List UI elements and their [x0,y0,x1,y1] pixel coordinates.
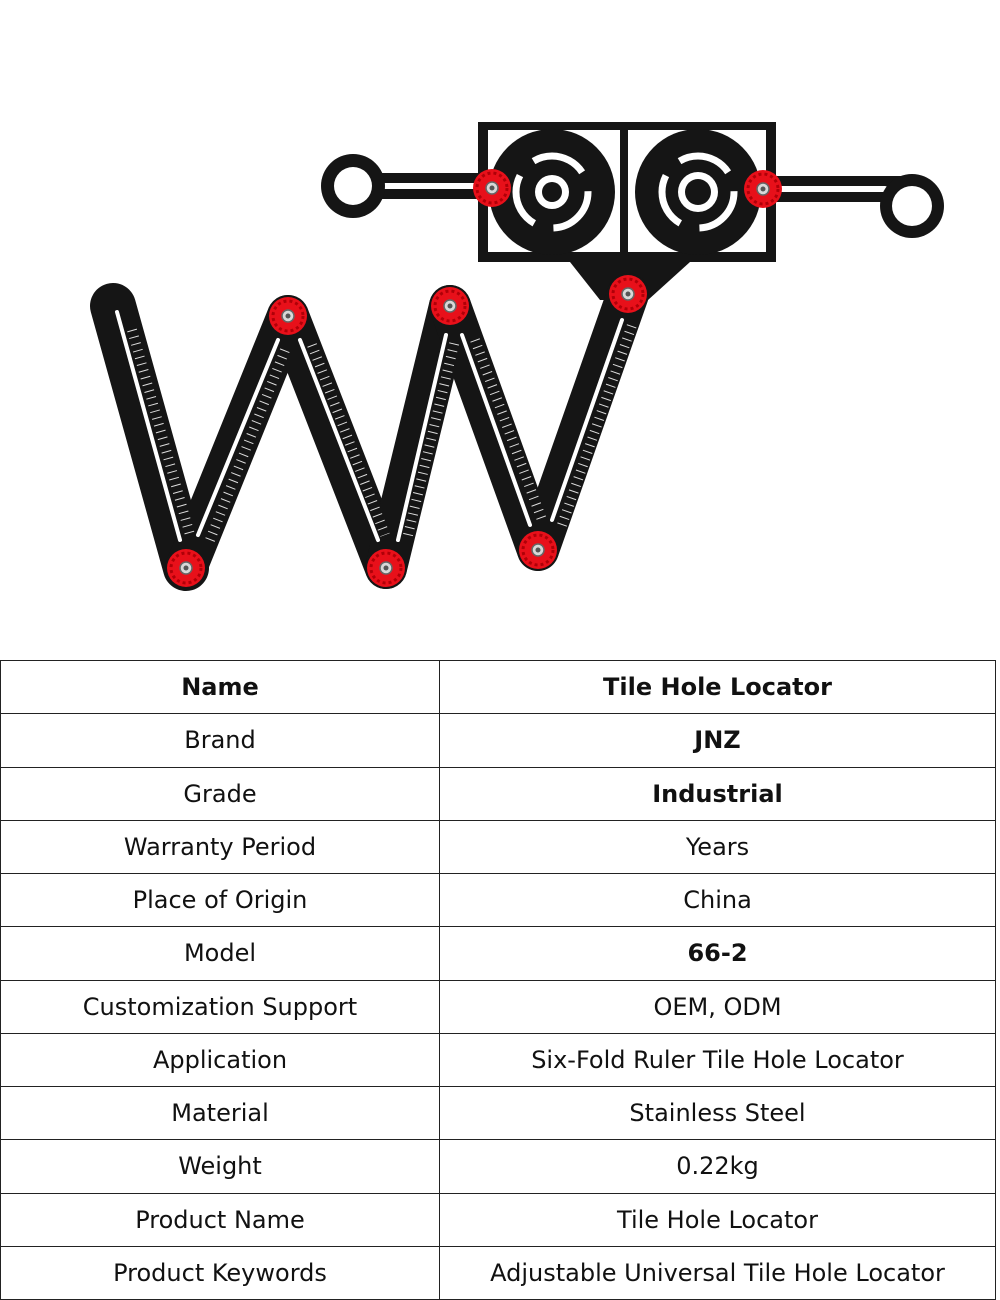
spec-value: Stainless Steel [439,1085,996,1141]
spec-label: Warranty Period [0,819,440,875]
spec-value: Adjustable Universal Tile Hole Locator [439,1245,996,1300]
spec-value: 0.22kg [439,1139,996,1194]
left-arm [321,154,510,218]
spec-label: Name [0,659,440,715]
spec-label: Model [0,926,440,981]
spec-label: Grade [0,766,440,821]
spec-label: Place of Origin [0,872,440,928]
folding-ruler [90,273,649,591]
spec-label: Material [0,1085,440,1141]
spec-value: Six-Fold Ruler Tile Hole Locator [439,1032,996,1088]
spec-value: 66-2 [439,926,996,981]
spec-value: Tile Hole Locator [439,1192,996,1247]
spec-label: Product Keywords [0,1245,440,1300]
right-arm [750,174,944,238]
spec-label: Product Name [0,1192,440,1247]
spec-value: China [439,872,996,928]
template-plate [478,122,776,300]
spec-label: Application [0,1032,440,1088]
spec-value: Industrial [439,766,996,821]
spec-value: OEM, ODM [439,979,996,1034]
spec-label: Weight [0,1139,440,1194]
product-image [90,122,944,591]
spec-value: JNZ [439,713,996,768]
spec-value: Years [439,819,996,875]
spec-label: Customization Support [0,979,440,1034]
spec-value: Tile Hole Locator [439,659,996,715]
spec-label: Brand [0,713,440,768]
